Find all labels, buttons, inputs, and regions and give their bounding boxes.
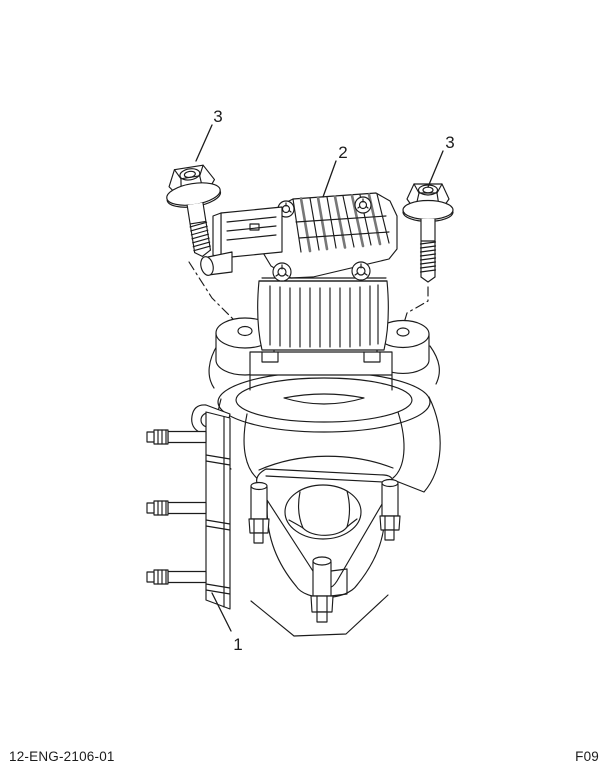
adapter-base xyxy=(147,372,440,636)
side-flange-plate xyxy=(206,412,230,609)
bolt-flange-right xyxy=(403,201,453,220)
callout-label-3-left: 3 xyxy=(213,107,222,126)
figure-code: F09 xyxy=(575,749,599,764)
electrical-connector xyxy=(213,207,282,258)
callout-label-2: 2 xyxy=(338,143,347,162)
torx-screw-bottom-right xyxy=(352,262,370,280)
leader-3-left xyxy=(196,125,212,161)
collar-inner xyxy=(236,378,412,422)
leader-3-right xyxy=(428,151,443,187)
flange-bolt-left xyxy=(163,163,230,260)
collar-lens xyxy=(284,394,364,404)
clamp-band xyxy=(250,352,392,390)
face-stud-right xyxy=(380,480,400,541)
egr-valve xyxy=(199,193,439,390)
callouts: 3 2 3 1 xyxy=(196,107,455,654)
centerline-left xyxy=(189,262,242,328)
callout-label-3-right: 3 xyxy=(445,133,454,152)
torx-screw-bottom-left xyxy=(273,263,291,281)
actuator-housing xyxy=(262,193,397,281)
hose-port xyxy=(199,252,232,277)
side-stud-top xyxy=(147,430,206,444)
side-stud-middle xyxy=(147,501,206,515)
center-bore xyxy=(285,485,361,539)
side-stud-bottom xyxy=(147,570,206,584)
callout-label-1: 1 xyxy=(233,635,242,654)
bolt-shank-left xyxy=(187,203,206,224)
bolt-threads-right xyxy=(421,241,436,282)
leader-2 xyxy=(323,161,336,197)
leader-1 xyxy=(212,593,231,631)
bolt-threads-left xyxy=(190,221,212,257)
face-stud-bottom xyxy=(311,557,347,622)
valve-body xyxy=(258,281,388,350)
torx-screw-top-right xyxy=(355,197,371,213)
figure-number: 12-ENG-2106-01 xyxy=(9,749,115,764)
bolt-shank-right xyxy=(421,219,435,241)
face-stud-left xyxy=(249,483,269,544)
flange-bolt-right xyxy=(403,184,453,282)
centerline-right xyxy=(401,287,428,333)
